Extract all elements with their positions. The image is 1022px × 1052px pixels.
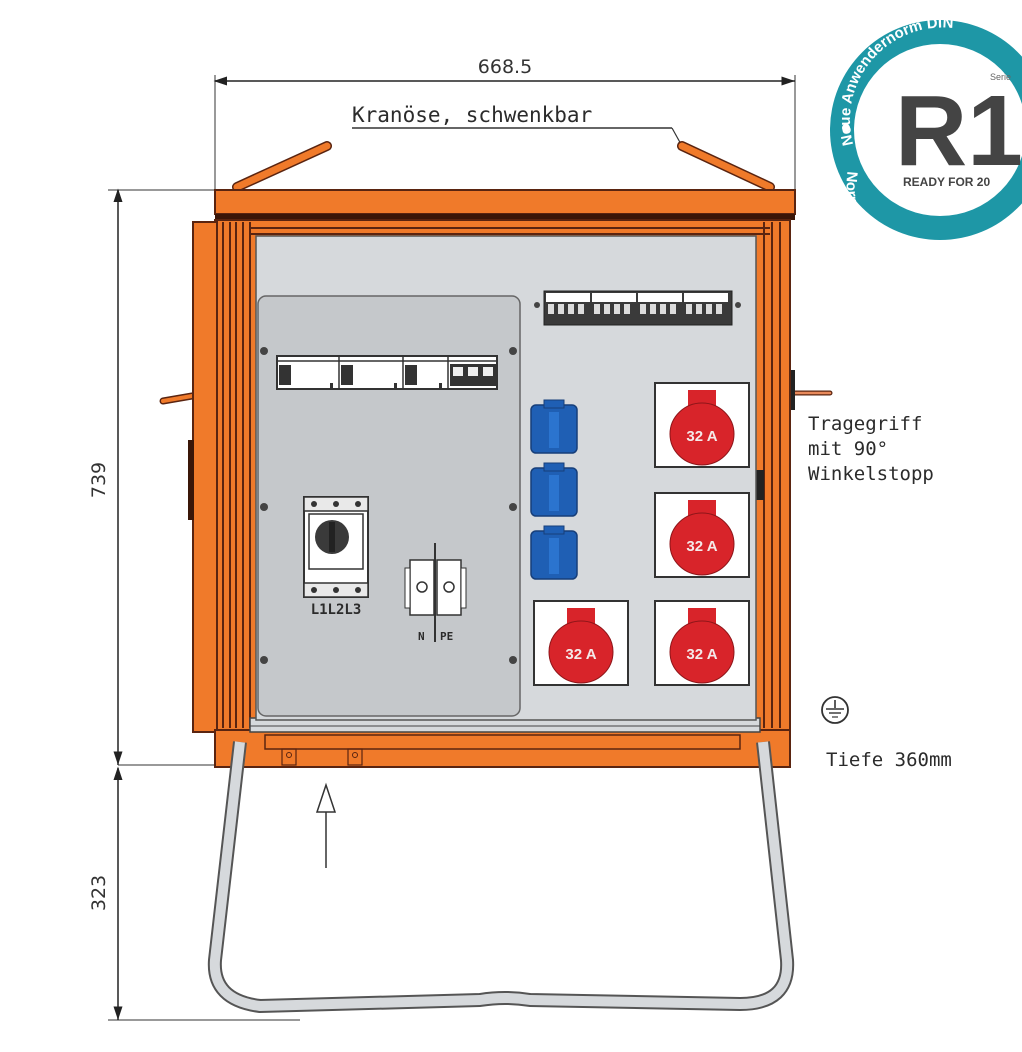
badge-small-text: Serie — [990, 72, 1011, 82]
insertion-arrow — [315, 782, 337, 868]
pe-label: PE — [440, 630, 453, 643]
dimension-height-stand: 323 — [88, 764, 300, 1021]
tube-stand — [207, 741, 795, 1013]
handle-label-line1: Tragegriff — [808, 413, 922, 435]
n-label: N — [418, 630, 425, 643]
cee-rating-label: 32 A — [565, 646, 596, 663]
ground-symbol-icon — [821, 696, 849, 724]
cee-rating-label: 32 A — [686, 428, 717, 445]
badge-ready-text: READY FOR 20 — [903, 175, 990, 189]
side-handle-right — [787, 370, 833, 410]
dimension-height-box: 739 — [88, 188, 215, 765]
badge-big-text: R1 — [895, 75, 1022, 187]
crane-eye-left — [232, 141, 332, 192]
handle-label-line3: Winkelstopp — [808, 463, 934, 485]
schuko-socket[interactable] — [530, 462, 578, 517]
side-handle-left — [159, 392, 196, 405]
depth-label: Tiefe 360mm — [826, 749, 952, 771]
cee-socket-32a[interactable]: 32 A — [654, 600, 750, 686]
crane-eye-annotation: Kranöse, schwenkbar — [352, 103, 683, 147]
r1-norm-badge: Neue Anwendernorm DIN Normkonform gemäß … — [830, 14, 1022, 285]
main-switch[interactable]: L1L2L3 — [303, 496, 369, 618]
cee-socket-32a[interactable]: 32 A — [533, 600, 629, 686]
main-switch-label: L1L2L3 — [311, 602, 362, 618]
schuko-socket[interactable] — [530, 399, 578, 454]
n-pe-terminals: N PE — [404, 543, 467, 643]
handle-label-line2: mit 90° — [808, 438, 888, 460]
breaker-row-rcd — [534, 290, 741, 326]
cee-socket-32a[interactable]: 32 A — [654, 382, 750, 468]
breaker-row-main — [276, 355, 498, 390]
width-label: 668.5 — [478, 56, 532, 78]
cee-rating-label: 32 A — [686, 538, 717, 555]
height-stand-label: 323 — [88, 875, 110, 911]
cee-socket-32a[interactable]: 32 A — [654, 492, 750, 578]
cee-rating-label: 32 A — [686, 646, 717, 663]
dimension-width: 668.5 — [213, 56, 796, 190]
height-box-label: 739 — [88, 462, 110, 498]
crane-eye-right — [677, 141, 775, 192]
schuko-socket[interactable] — [530, 525, 578, 580]
handle-annotation: Tragegriff mit 90° Winkelstopp — [808, 413, 934, 485]
crane-eye-label: Kranöse, schwenkbar — [352, 103, 592, 127]
